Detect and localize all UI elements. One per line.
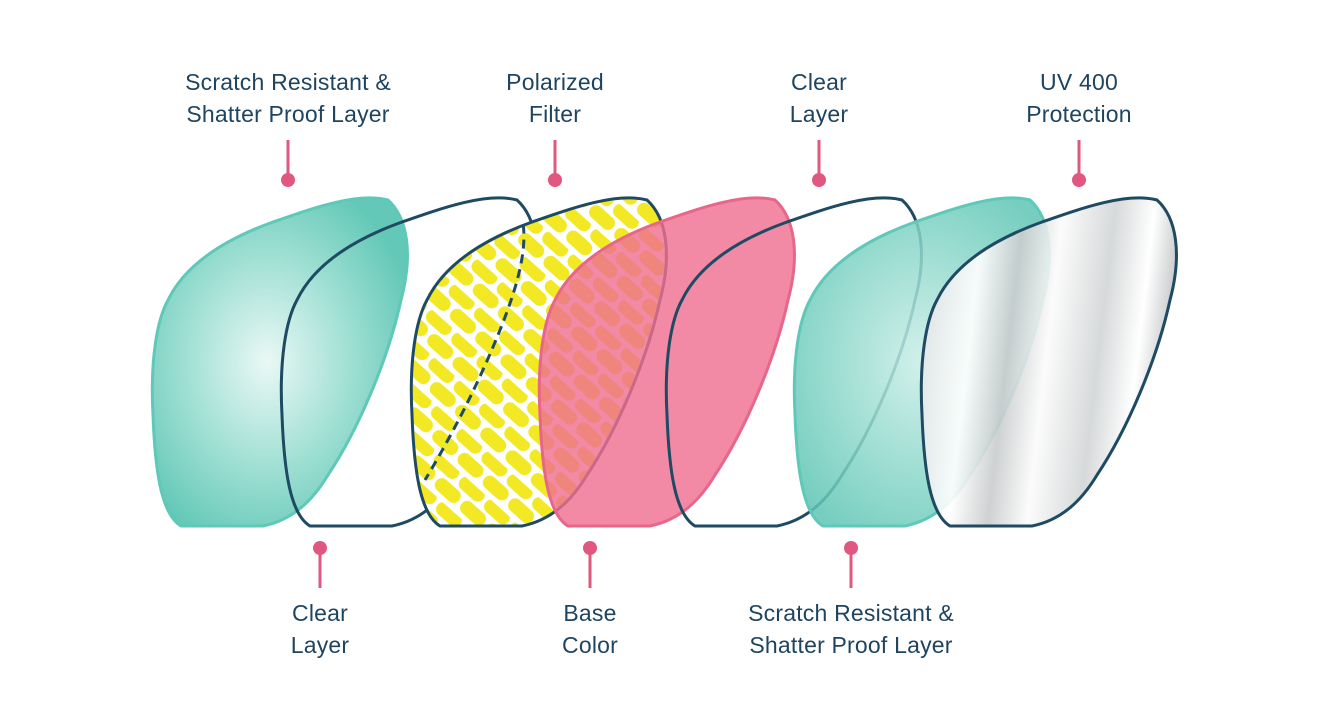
label-line: Shatter Proof Layer bbox=[749, 632, 953, 658]
label-uv-400-protection: UV 400 Protection bbox=[1026, 66, 1132, 130]
label-line: Polarized bbox=[506, 69, 604, 95]
pointer-clear-bottom bbox=[313, 541, 327, 588]
label-line: Protection bbox=[1026, 101, 1132, 127]
label-line: Color bbox=[562, 632, 618, 658]
label-base-color: Base Color bbox=[562, 597, 618, 661]
label-line: Layer bbox=[789, 101, 849, 127]
label-line: Scratch Resistant & bbox=[748, 600, 954, 626]
pointer-uv bbox=[1072, 140, 1086, 187]
pointer-polarized bbox=[548, 140, 562, 187]
pointer-scratch-bottom bbox=[844, 541, 858, 588]
pointer-clear-top bbox=[812, 140, 826, 187]
pointer-base-color bbox=[583, 541, 597, 588]
label-polarized-filter: Polarized Filter bbox=[506, 66, 604, 130]
label-line: Layer bbox=[290, 632, 350, 658]
label-line: Shatter Proof Layer bbox=[186, 101, 390, 127]
label-line: Base bbox=[563, 600, 617, 626]
label-line: UV 400 bbox=[1040, 69, 1118, 95]
label-scratch-resistant-bottom: Scratch Resistant & Shatter Proof Layer bbox=[748, 597, 954, 661]
label-clear-layer-top: Clear Layer bbox=[790, 66, 849, 130]
lens-polarized-filter bbox=[409, 196, 668, 528]
label-line: Scratch Resistant & bbox=[185, 69, 391, 95]
label-clear-layer-bottom: Clear Layer bbox=[291, 597, 350, 661]
label-scratch-resistant-top: Scratch Resistant & Shatter Proof Layer bbox=[185, 66, 391, 130]
label-line: Filter bbox=[528, 101, 582, 127]
lens-scratch-resistant-1 bbox=[150, 196, 409, 528]
pointer-scratch-top bbox=[281, 140, 295, 187]
label-line: Clear bbox=[791, 69, 847, 95]
label-line: Clear bbox=[292, 600, 348, 626]
